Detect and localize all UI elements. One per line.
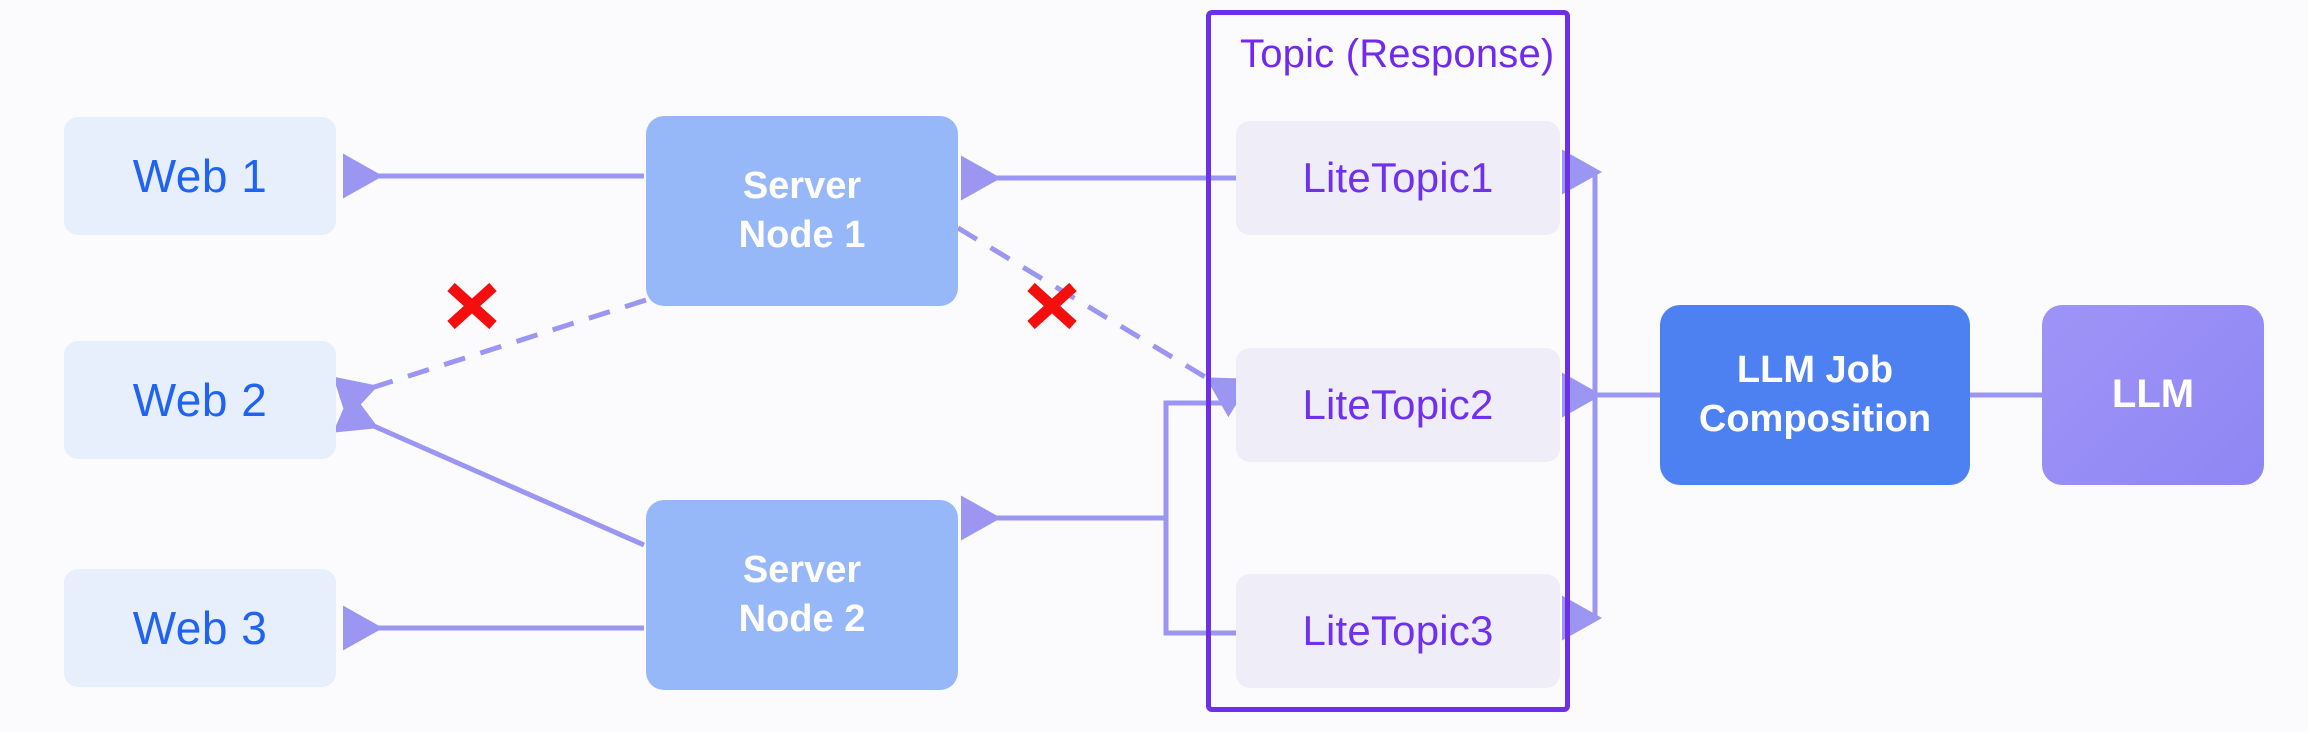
lite-topic-3-label: LiteTopic3: [1302, 607, 1494, 655]
wire-server2-to-web2: [332, 391, 646, 548]
server-node-2[interactable]: Server Node 2: [646, 500, 958, 690]
web-client-web3-label: Web 3: [132, 601, 268, 654]
lite-topic-2[interactable]: LiteTopic2: [1236, 348, 1560, 462]
server-node-2-label: Server Node 2: [738, 549, 866, 640]
wire-server1-to-web2: [333, 297, 647, 420]
web-client-web1[interactable]: Web 1: [64, 117, 336, 235]
web-client-web2[interactable]: Web 2: [64, 341, 336, 459]
lite-topic-1[interactable]: LiteTopic1: [1236, 121, 1560, 235]
llm-job-composition-node[interactable]: LLM Job Composition: [1660, 305, 1970, 485]
lite-topic-3[interactable]: LiteTopic3: [1236, 574, 1560, 688]
lite-topic-2-label: LiteTopic2: [1302, 381, 1494, 429]
topic-response-container: [1206, 10, 1570, 712]
llm-node-label: LLM: [2111, 372, 2195, 417]
llm-node[interactable]: LLM: [2042, 305, 2264, 485]
llm-job-composition-label: LLM Job Composition: [1698, 349, 1932, 440]
server-node-1[interactable]: Server Node 1: [646, 116, 958, 306]
blocked-marker-1-icon: [447, 282, 497, 330]
blocked-marker-2-icon: [1027, 282, 1077, 330]
web-client-web1-label: Web 1: [132, 149, 268, 202]
web-client-web2-label: Web 2: [132, 373, 268, 426]
web-client-web3[interactable]: Web 3: [64, 569, 336, 687]
server-node-1-label: Server Node 1: [738, 165, 866, 256]
lite-topic-1-label: LiteTopic1: [1302, 154, 1494, 202]
topic-response-label: Topic (Response): [1240, 32, 1555, 76]
wire-server1-to-litetopic2: [956, 225, 1252, 418]
